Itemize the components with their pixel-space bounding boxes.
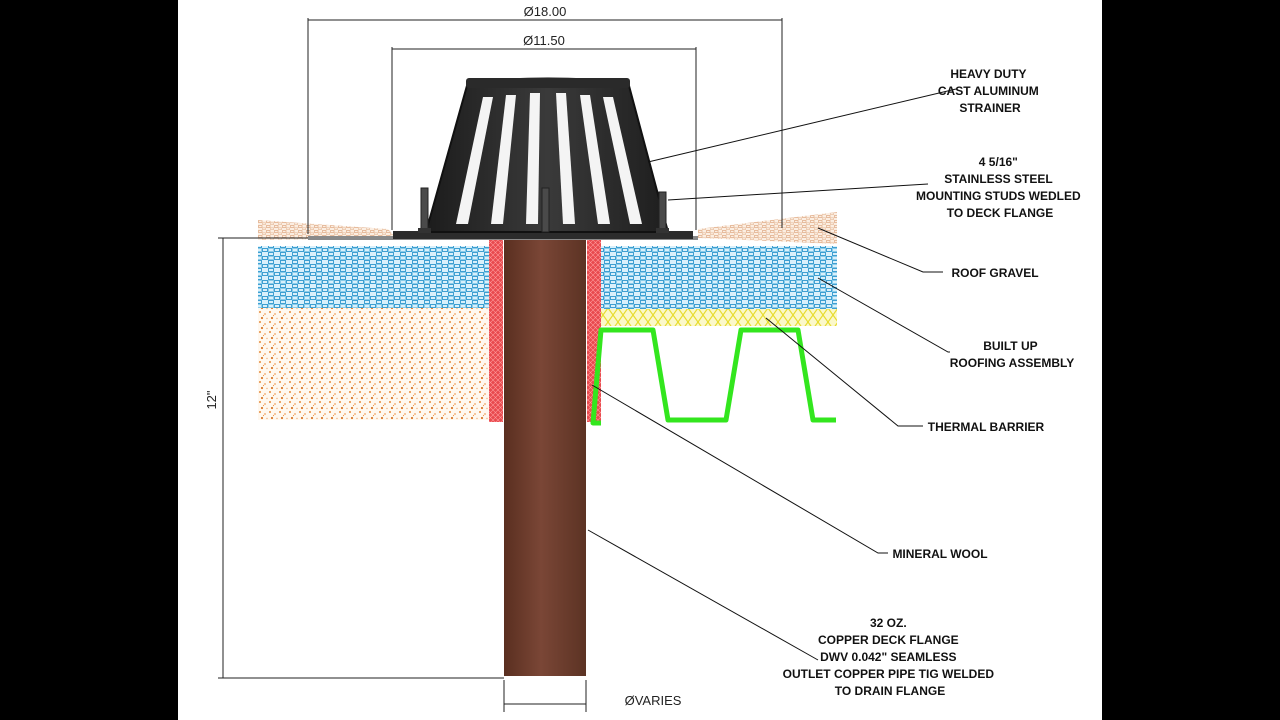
dimension-lines bbox=[218, 18, 783, 712]
strainer-base bbox=[393, 231, 693, 239]
studs-callout: 4 5/16" STAINLESS STEEL MOUNTING STUDS W… bbox=[916, 155, 1084, 220]
insulation-left bbox=[258, 246, 490, 308]
outer-diameter-label: Ø18.00 bbox=[524, 4, 567, 19]
leader-lines bbox=[587, 88, 957, 661]
strainer-callout: HEAVY DUTY CAST ALUMINUM STRAINER bbox=[938, 67, 1042, 115]
gravel-right bbox=[698, 212, 837, 244]
steel-deck bbox=[590, 327, 836, 426]
mounting-studs bbox=[418, 187, 669, 233]
pipe-callout: 32 OZ. COPPER DECK FLANGE DWV 0.042" SEA… bbox=[783, 616, 998, 698]
pipe-diameter-label: ØVARIES bbox=[625, 693, 682, 708]
thermal-barrier bbox=[601, 309, 837, 326]
roof-drain-diagram: Ø18.00 Ø11.50 12" ØVARIES HEAVY DUTY CAS… bbox=[204, 4, 1084, 712]
strainer bbox=[424, 77, 670, 233]
strainer-diameter-label: Ø11.50 bbox=[523, 33, 565, 48]
gravel-left bbox=[258, 220, 396, 240]
roofing-callout: BUILT UP ROOFING ASSEMBLY bbox=[950, 339, 1074, 370]
insulation-right bbox=[601, 246, 837, 310]
fill-layer bbox=[258, 306, 490, 420]
thermal-callout: THERMAL BARRIER bbox=[928, 420, 1045, 434]
gravel-callout: ROOF GRAVEL bbox=[951, 266, 1038, 280]
callout-labels: HEAVY DUTY CAST ALUMINUM STRAINER 4 5/16… bbox=[783, 67, 1084, 698]
mineral-wool-left bbox=[489, 240, 503, 422]
height-label: 12" bbox=[204, 390, 219, 409]
mineral-wool-callout: MINERAL WOOL bbox=[892, 547, 987, 561]
copper-pipe bbox=[504, 240, 586, 676]
drawing-sheet: Ø18.00 Ø11.50 12" ØVARIES HEAVY DUTY CAS… bbox=[178, 0, 1102, 720]
